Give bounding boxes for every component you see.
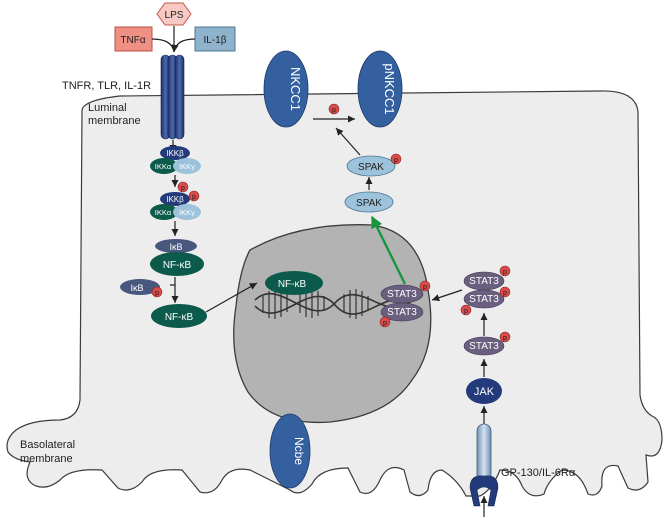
il1b-box: [194, 26, 236, 52]
phospho-ikb-label: p: [155, 290, 159, 297]
nkcc1-label: NKCC1: [288, 67, 303, 111]
nfkb-cytosol-bound: [150, 252, 204, 276]
ikky-label-1: IKKγ: [179, 162, 195, 171]
ncbe-label: Ncbe: [292, 437, 306, 465]
arrow-spak-to-nkcc1: [335, 127, 361, 156]
spak-active: [346, 155, 396, 177]
phospho-ikk-1: p: [181, 185, 185, 192]
ikb-bound-label: IκB: [169, 242, 182, 252]
gp130-label: GP-130/IL-6Rα: [501, 467, 576, 479]
ncbe-transporter: [269, 413, 311, 489]
receptor-label: TNFR, TLR, IL-1R: [62, 80, 151, 92]
stat3-nuclear-label-2: STAT3: [387, 307, 417, 318]
nfkb-nuclear-label: NF-κB: [278, 279, 307, 290]
jak-label: JAK: [474, 386, 495, 398]
ikb-free-label: IκB: [130, 283, 143, 293]
spak-inactive: [344, 191, 394, 213]
phospho-stat3-nuclear-1: p: [423, 284, 427, 291]
nkcc1-transporter: [263, 50, 309, 128]
phospho-stat3-nuclear-2: p: [383, 320, 387, 327]
stat3-nuclear-label-1: STAT3: [387, 289, 417, 300]
phospho-spak-label: p: [394, 157, 398, 164]
phospho-stat3-cytosol-1: p: [503, 269, 507, 276]
gp130-receptor: [469, 423, 499, 507]
il1b-label: IL-1β: [204, 35, 227, 46]
tnfa-label: TNFα: [120, 35, 145, 46]
arrow-nfkb-translocation: [205, 282, 258, 313]
basolateral-label-line2: membrane: [20, 453, 73, 465]
pnkcc1-transporter: [357, 50, 403, 128]
pnkcc1-label: pNKCC1: [382, 63, 397, 114]
ikka-label-2: IKKα: [155, 208, 172, 217]
stat3-monomer: [463, 336, 505, 356]
ikb-free: [120, 279, 160, 295]
nfkb-bound-label: NF-κB: [163, 260, 192, 271]
jak-kinase: [466, 378, 502, 404]
lps-label: LPS: [165, 10, 184, 21]
ikkb-label-2: IKKβ: [166, 195, 184, 204]
basolateral-label-line1: Basolateral: [20, 439, 75, 451]
phospho-stat3-monomer: [499, 331, 511, 343]
phospho-ikk-2: p: [192, 194, 196, 201]
ikk-complex-inactive: [150, 146, 201, 174]
spak-inactive-label: SPAK: [356, 198, 382, 209]
luminal-label-line1: Luminal: [88, 102, 127, 114]
nucleus: [233, 224, 432, 424]
arrow-stat3-activates-spak: [370, 215, 407, 285]
receptor-complex: [160, 54, 185, 140]
nfkb-nuclear: [265, 271, 323, 295]
stat3-nuclear-dimer: [379, 280, 431, 328]
ikkb-label-1: IKKβ: [166, 149, 184, 158]
ikka-label-1: IKKα: [155, 162, 172, 171]
spak-active-label: SPAK: [358, 162, 384, 173]
phospho-stat3-cytosol-2: p: [503, 290, 507, 297]
stat3-monomer-label: STAT3: [469, 341, 499, 352]
phospho-transfer-label: p: [332, 107, 336, 114]
luminal-label-line2: membrane: [88, 115, 141, 127]
ligand-convergence-arrows: [151, 26, 196, 52]
ikb-bound: [155, 239, 197, 253]
stat3-cytosol-label-2: STAT3: [469, 294, 499, 305]
stat3-cytosol-dimer: [460, 265, 511, 316]
nfkb-free-label: NF-κB: [165, 312, 194, 323]
phospho-spak: [390, 153, 402, 165]
phospho-stat3-monomer-label: p: [503, 335, 507, 342]
phospho-transfer: [328, 103, 340, 115]
arrow-stat3-into-nucleus: [431, 289, 463, 302]
ikky-label-2: IKKγ: [179, 208, 195, 217]
tnfa-box: [114, 26, 153, 52]
nfkb-cytosol-free: [151, 304, 207, 328]
phospho-stat3-cytosol-3: p: [464, 308, 468, 315]
stat3-cytosol-label-1: STAT3: [469, 276, 499, 287]
phospho-ikb: [151, 286, 163, 298]
lps-hexagon: [156, 2, 192, 26]
ikk-complex-active: [150, 181, 201, 220]
